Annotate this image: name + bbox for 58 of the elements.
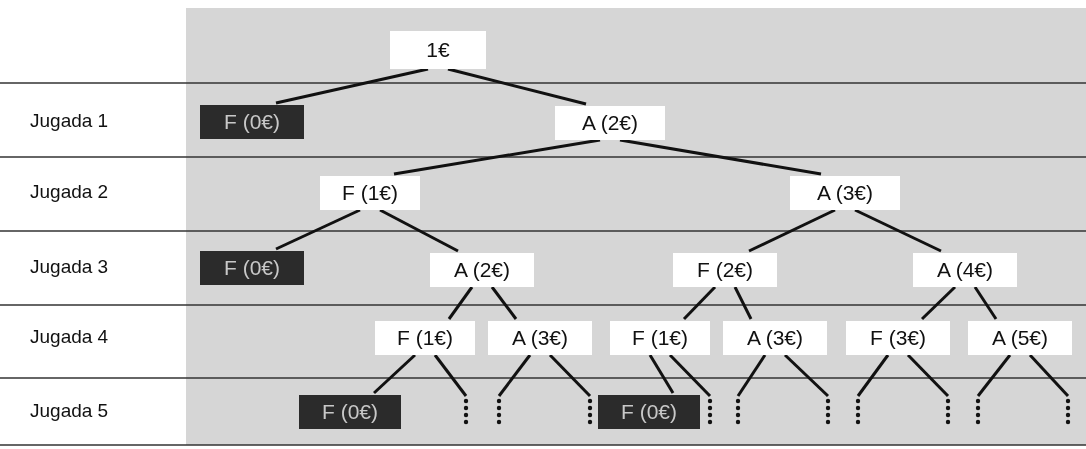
row-label: Jugada 3 — [30, 256, 109, 278]
tree-branch-line — [668, 353, 712, 398]
vertical-ellipsis-icon — [855, 398, 861, 426]
tree-branch-line — [379, 208, 459, 253]
tree-branch-line — [275, 208, 361, 251]
tree-branch-line — [920, 285, 957, 321]
tree-branch-line — [619, 138, 822, 176]
row-label: Jugada 4 — [30, 326, 109, 348]
tree-branch-line — [648, 354, 675, 394]
vertical-ellipsis-icon — [1065, 398, 1071, 426]
value-box: A (4€) — [913, 253, 1017, 287]
value-box: F (2€) — [673, 253, 777, 287]
outcome-box: F (0€) — [200, 105, 304, 139]
tree-branch-line — [447, 286, 474, 320]
vertical-ellipsis-icon — [975, 398, 981, 426]
tree-branch-line — [393, 138, 601, 176]
row-label: Jugada 2 — [30, 181, 109, 203]
vertical-ellipsis-icon — [707, 398, 713, 426]
tree-branch-line — [783, 353, 830, 398]
value-box: F (1€) — [320, 176, 420, 210]
tree-branch-line — [433, 354, 468, 397]
tree-branch-line — [682, 285, 717, 321]
tree-branch-line — [736, 354, 767, 397]
tree-branch-line — [733, 286, 753, 320]
vertical-ellipsis-icon — [463, 398, 469, 426]
value-box: A (3€) — [723, 321, 827, 355]
tree-branch-line — [490, 286, 518, 320]
value-box: A (2€) — [430, 253, 534, 287]
outcome-box: F (0€) — [598, 395, 700, 429]
value-box: A (3€) — [488, 321, 592, 355]
tree-branch-line — [548, 353, 592, 398]
value-box: A (2€) — [555, 106, 665, 140]
tree-branch-line — [906, 353, 950, 398]
tree-branch-line — [1028, 354, 1070, 397]
value-box: F (1€) — [375, 321, 475, 355]
value-box: F (1€) — [610, 321, 710, 355]
vertical-ellipsis-icon — [735, 398, 741, 426]
tree-branch-line — [497, 354, 532, 397]
row-label: Jugada 1 — [30, 110, 109, 132]
tree-branch-line — [976, 354, 1012, 397]
value-box: A (3€) — [790, 176, 900, 210]
value-box: A (5€) — [968, 321, 1072, 355]
vertical-ellipsis-icon — [825, 398, 831, 426]
tree-branch-line — [973, 286, 998, 320]
tree-branch-line — [275, 67, 429, 105]
tree-branch-line — [447, 67, 587, 106]
value-box: 1€ — [390, 31, 486, 69]
tree-branch-line — [856, 354, 890, 397]
value-box: F (3€) — [846, 321, 950, 355]
tree-branch-line — [854, 208, 942, 253]
outcome-box: F (0€) — [200, 251, 304, 285]
vertical-ellipsis-icon — [945, 398, 951, 426]
tree-branch-line — [748, 208, 836, 253]
row-label: Jugada 5 — [30, 400, 109, 422]
vertical-ellipsis-icon — [496, 398, 502, 426]
vertical-ellipsis-icon — [587, 398, 593, 426]
outcome-box: F (0€) — [299, 395, 401, 429]
tree-branch-line — [373, 353, 416, 395]
